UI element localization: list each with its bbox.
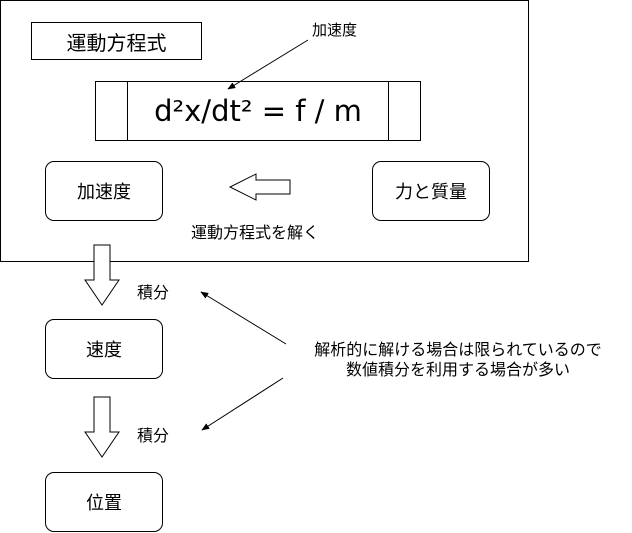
equation-box: d²x/dt² = f / m [95,81,421,141]
numerical-note-line-2: 数値積分を利用する場合が多い [345,360,570,379]
acceleration-node: 加速度 [45,161,163,221]
equation-box-right-divider [388,81,389,141]
force-mass-node: 力と質量 [372,161,490,221]
acceleration-node-label: 加速度 [77,182,131,203]
title-box: 運動方程式 [31,22,202,60]
numerical-note: 解析的に解ける場合は限られているので 数値積分を利用する場合が多い [290,340,626,380]
note-arrow-upper [200,291,287,345]
velocity-node: 速度 [45,319,163,379]
integrate-block-arrow-2 [84,396,120,458]
numerical-note-line-1: 解析的に解ける場合は限られているので [314,340,602,359]
velocity-node-label: 速度 [86,340,122,361]
note-arrow-lower [201,377,284,431]
position-node-label: 位置 [86,493,122,514]
solve-caption: 運動方程式を解く [191,223,320,242]
equation-box-left-divider [127,81,128,141]
title-label: 運動方程式 [66,30,167,55]
equation-of-motion-frame [0,0,529,262]
integrate-label-2: 積分 [137,426,170,445]
integrate-label-1: 積分 [137,283,170,302]
position-node: 位置 [45,472,163,532]
equation-label: d²x/dt² = f / m [154,94,362,128]
acceleration-note: 加速度 [312,21,358,39]
acceleration-pointer-arrow [227,39,309,90]
integrate-block-arrow-1 [84,244,120,306]
force-mass-node-label: 力と質量 [395,182,467,203]
solve-block-arrow [228,173,291,201]
